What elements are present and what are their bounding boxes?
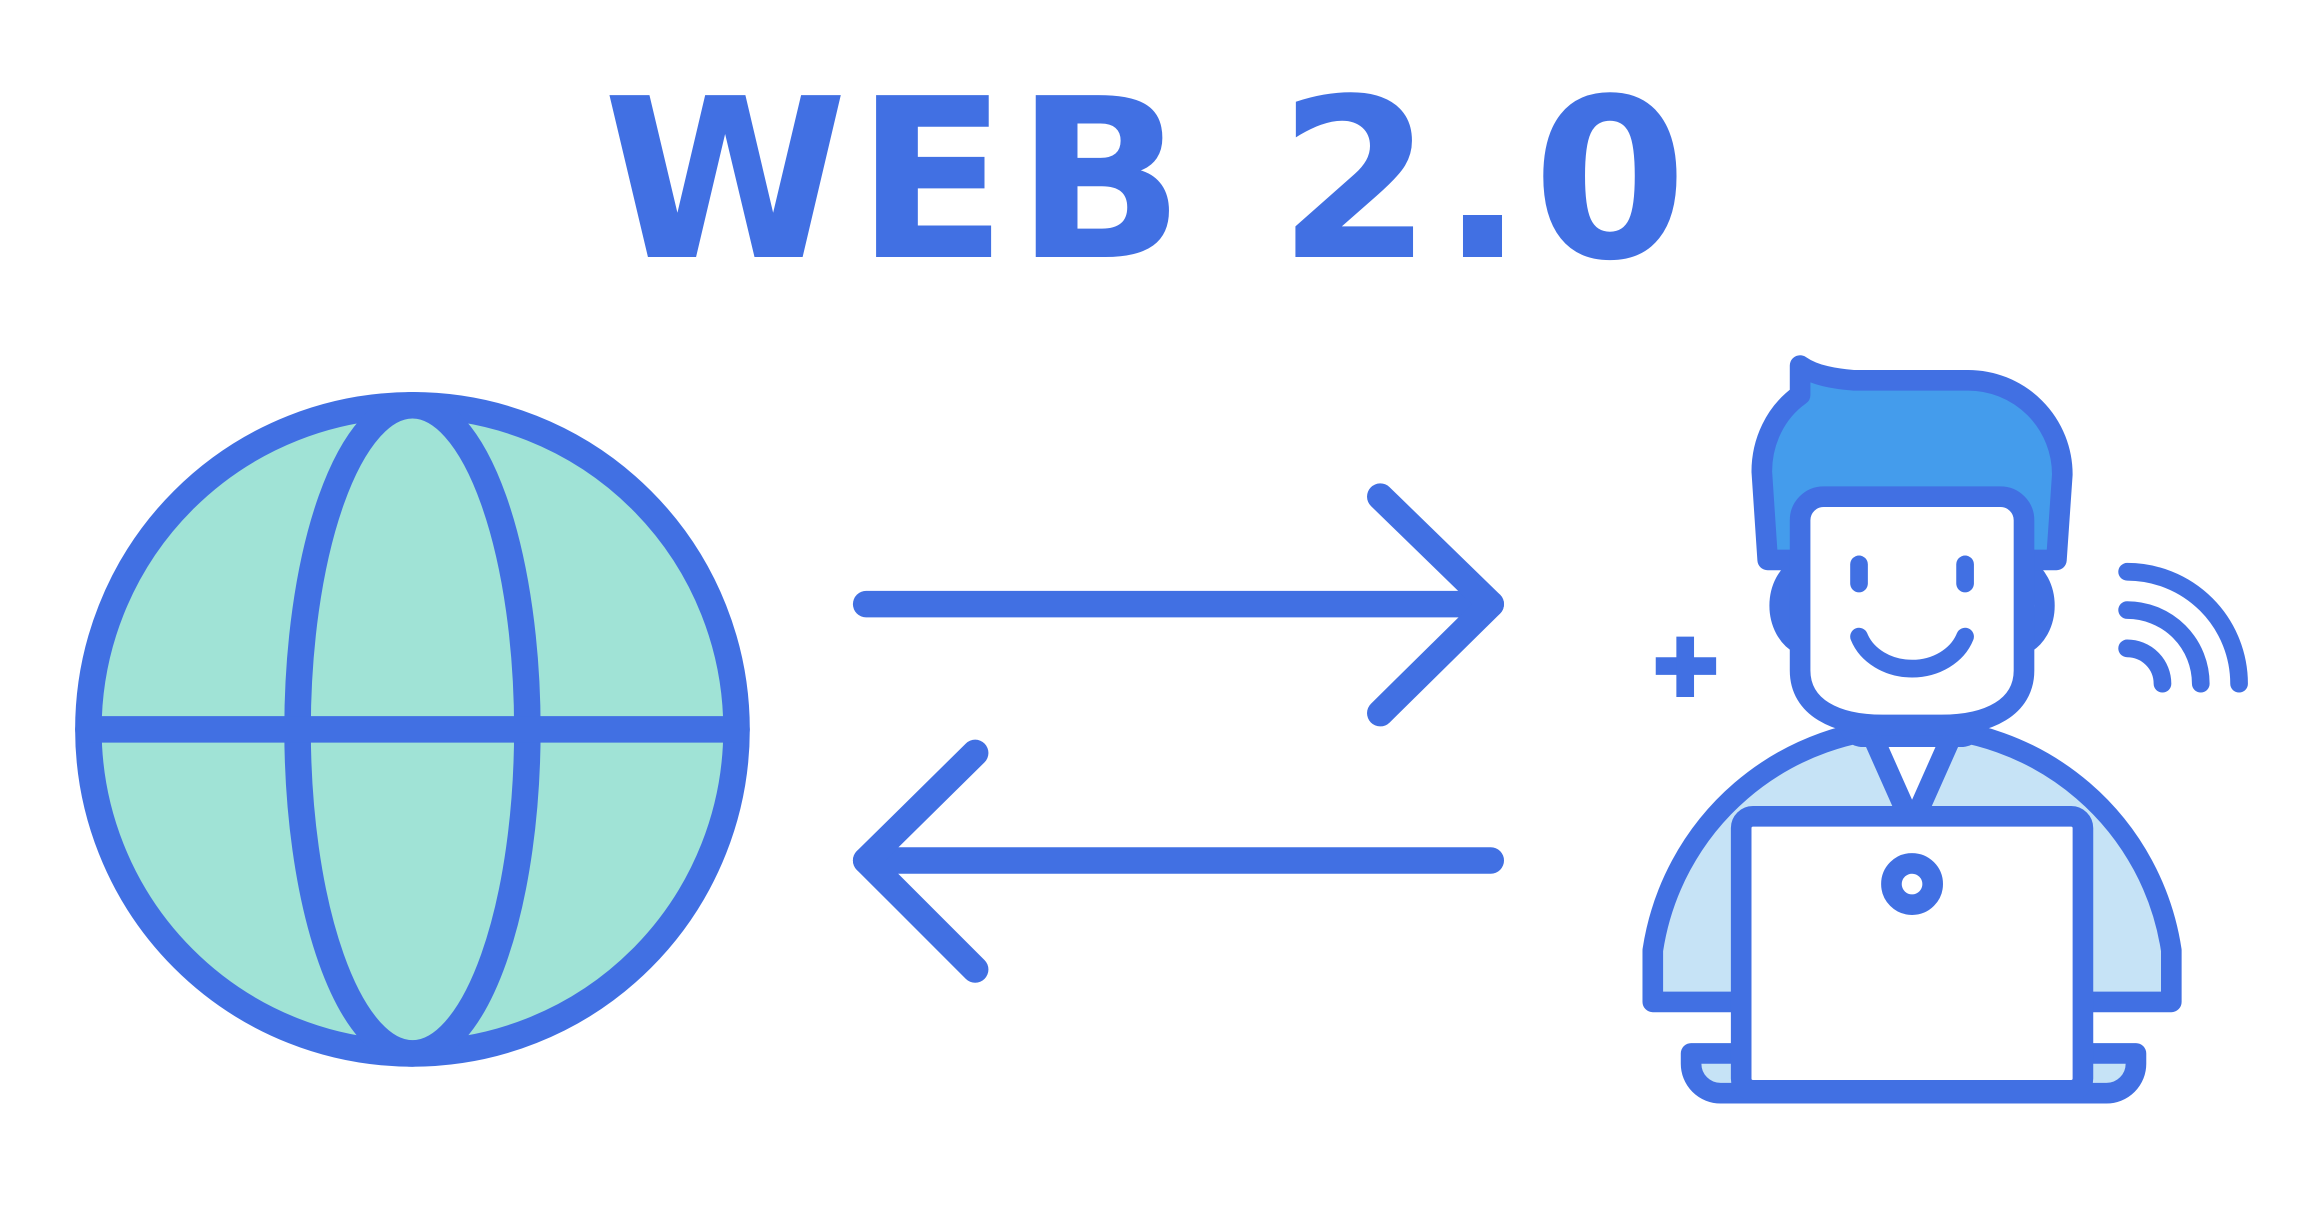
arrow-left-icon — [852, 739, 1505, 983]
page-title: WEB 2.0 — [602, 52, 1696, 310]
globe-icon — [75, 392, 750, 1067]
arrow-right-icon — [852, 483, 1505, 727]
user-with-laptop-icon — [1642, 355, 2182, 1104]
plus-icon — [1655, 636, 1717, 697]
wifi-signal-icon — [2118, 562, 2248, 693]
